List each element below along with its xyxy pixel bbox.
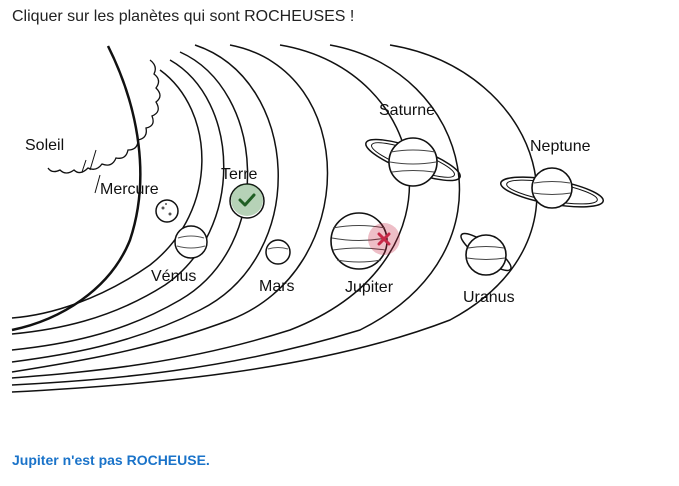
- label-mars: Mars: [259, 278, 295, 295]
- label-venus: Vénus: [151, 268, 196, 285]
- label-neptune: Neptune: [530, 138, 591, 155]
- planet-neptune[interactable]: [499, 167, 606, 213]
- planet-venus[interactable]: [174, 225, 208, 259]
- label-saturne: Saturne: [379, 102, 435, 119]
- label-uranus: Uranus: [463, 289, 515, 306]
- sun-edge: [11, 45, 142, 332]
- label-jupiter: Jupiter: [345, 279, 394, 296]
- instruction-text: Cliquer sur les planètes qui sont ROCHEU…: [12, 8, 355, 25]
- feedback-message: Jupiter n'est pas ROCHEUSE.: [12, 452, 210, 468]
- planet-mars[interactable]: [265, 239, 291, 265]
- planet-mercure[interactable]: [155, 199, 179, 223]
- label-soleil: Soleil: [25, 137, 64, 154]
- planet-uranus[interactable]: [457, 228, 515, 276]
- label-mercure: Mercure: [100, 181, 159, 198]
- incorrect-cross-icon: [368, 223, 400, 255]
- label-terre: Terre: [221, 166, 258, 183]
- correct-check-icon: [231, 184, 263, 216]
- planet-saturne[interactable]: [362, 132, 464, 189]
